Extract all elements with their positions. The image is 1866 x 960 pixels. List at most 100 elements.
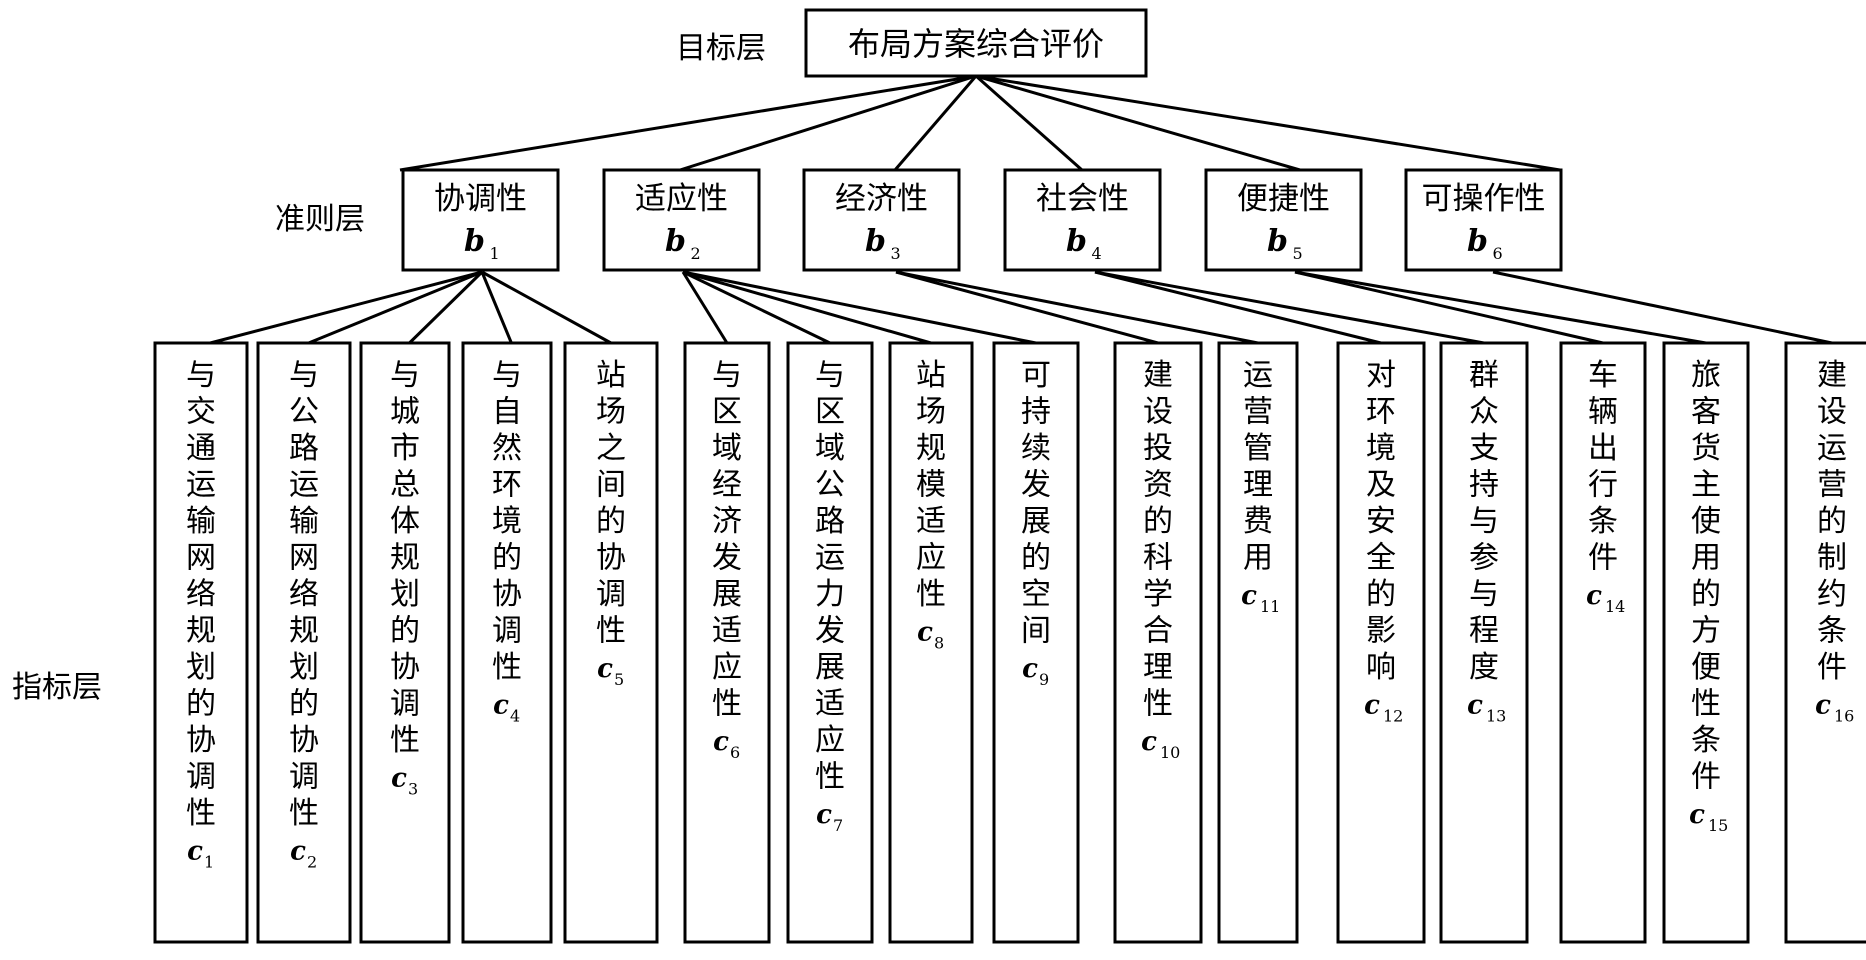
indicator-box	[786, 341, 874, 944]
edge-goal-to-criterion-3	[893, 75, 978, 171]
indicator-label: 站场之间的协调性	[596, 358, 626, 649]
indicator-box	[1217, 341, 1299, 944]
indicator-label: 群众支持与参与程度	[1469, 358, 1499, 685]
indicator-symbol: c	[1815, 691, 1831, 721]
indicator-symbol: c	[816, 800, 832, 830]
criterion-box	[1404, 168, 1563, 272]
indicator-symbol: c	[290, 837, 306, 867]
indicator-layer-label: 指标层	[12, 670, 102, 705]
indicator-subscript: 11	[1260, 597, 1280, 616]
edge-criterion-1-to-indicator-3	[408, 270, 484, 345]
criterion-subscript: 2	[691, 244, 701, 263]
criterion-label: 可操作性	[1422, 181, 1546, 217]
criterion-label: 适应性	[635, 181, 728, 217]
indicator-box	[153, 341, 249, 944]
criterion-subscript: 4	[1092, 244, 1102, 263]
indicator-symbol: c	[1141, 727, 1157, 757]
indicator-symbol: c	[597, 654, 613, 684]
criterion-symbol: b	[464, 224, 485, 259]
indicator-box	[359, 341, 451, 944]
criterion-symbol: b	[1066, 224, 1087, 259]
indicator-label: 与自然环境的协调性	[492, 358, 522, 685]
criterion-label: 社会性	[1036, 181, 1129, 217]
indicator-box	[888, 341, 974, 944]
indicator-subscript: 10	[1160, 743, 1180, 762]
criterion-symbol: b	[1467, 224, 1488, 259]
indicator-subscript: 1	[204, 853, 214, 872]
indicator-subscript: 12	[1383, 707, 1403, 726]
indicator-subscript: 4	[510, 707, 520, 726]
criterion-box	[1003, 168, 1162, 272]
edge-criterion-1-to-indicator-1	[209, 270, 483, 345]
edge-goal-to-criterion-4	[975, 74, 1083, 172]
edge-criterion-1-to-indicator-2	[308, 270, 483, 345]
indicator-label: 建设运营的制约条件	[1817, 358, 1847, 685]
goal-node: 布局方案综合评价	[804, 8, 1148, 78]
indicator-box	[1559, 341, 1647, 944]
indicator-subscript: 2	[307, 853, 317, 872]
indicator-label: 与公路运输网络规划的协调性	[289, 358, 319, 831]
edge-goal-to-criterion-5	[975, 74, 1301, 172]
indicator-label: 可持续发展的空间	[1021, 358, 1051, 649]
indicator-label: 建设投资的科学合理性	[1143, 358, 1173, 722]
indicator-symbol: c	[391, 764, 407, 794]
indicator-subscript: 15	[1708, 816, 1728, 835]
criterion-box	[602, 168, 761, 272]
indicator-box	[1336, 341, 1426, 944]
edge-goal-to-criterion-6	[975, 74, 1561, 172]
indicator-symbol: c	[1689, 800, 1705, 830]
edge-goal-to-criterion-2	[679, 74, 977, 172]
edge-criterion-2-to-indicator-8	[682, 270, 932, 345]
criterion-symbol: b	[865, 224, 886, 259]
indicator-symbol: c	[187, 837, 203, 867]
criterion-symbol: b	[1267, 224, 1288, 259]
edge-criterion-1-to-indicator-4	[480, 271, 513, 344]
indicator-label: 运营管理费用	[1243, 358, 1273, 576]
criterion-box	[802, 168, 961, 272]
criterion-label: 经济性	[835, 181, 928, 217]
indicator-box	[256, 341, 352, 944]
criterion-subscript: 1	[490, 244, 500, 263]
criterion-subscript: 6	[1493, 244, 1503, 263]
indicator-label: 旅客货主使用的方便性条件	[1691, 358, 1721, 795]
indicator-symbol: c	[1467, 691, 1483, 721]
indicator-symbol: c	[1586, 581, 1602, 611]
criterion-box	[401, 168, 560, 272]
indicator-box	[461, 341, 553, 944]
connector-lines	[209, 74, 1833, 345]
edge-goal-to-criterion-1	[399, 74, 977, 172]
indicator-box	[1113, 341, 1203, 944]
edge-criterion-4-to-indicator-12	[1094, 270, 1382, 345]
edge-criterion-2-to-indicator-7	[682, 270, 831, 345]
indicator-symbol: c	[713, 727, 729, 757]
indicator-box	[563, 341, 659, 944]
edge-criterion-5-to-indicator-15	[1294, 270, 1707, 345]
edge-criterion-2-to-indicator-9	[682, 270, 1037, 345]
indicator-box	[1439, 341, 1529, 944]
criterion-box	[1204, 168, 1363, 272]
indicator-subscript: 9	[1039, 670, 1049, 689]
indicator-box	[683, 341, 771, 944]
indicator-label: 与区域经济发展适应性	[712, 358, 742, 722]
edge-criterion-1-to-indicator-5	[481, 270, 612, 345]
edge-criterion-2-to-indicator-6	[681, 271, 729, 344]
indicator-symbol: c	[1241, 581, 1257, 611]
indicator-subscript: 3	[408, 780, 418, 799]
indicator-subscript: 14	[1605, 597, 1625, 616]
